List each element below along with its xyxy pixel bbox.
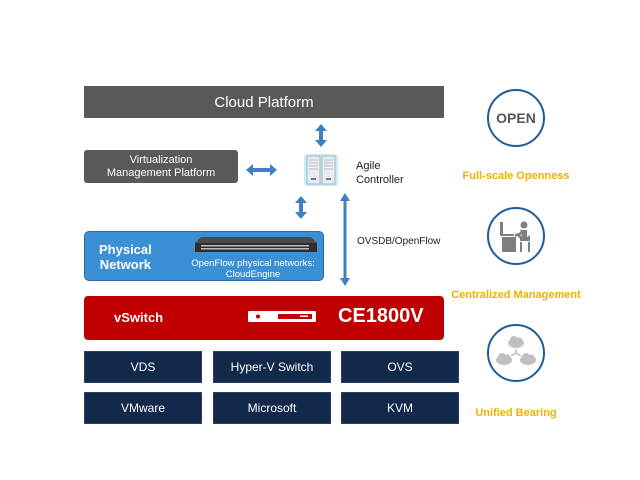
virtualization-management-box: Virtualization Management Platform bbox=[84, 150, 238, 183]
open-icon: OPEN bbox=[487, 89, 545, 147]
switch-type-ovs: OVS bbox=[341, 351, 459, 383]
vswitch-label: vSwitch bbox=[114, 310, 164, 325]
cloud-network-icon bbox=[487, 324, 545, 382]
cloud-network-glyph bbox=[496, 336, 536, 365]
feature-unified-bearing: Unified Bearing bbox=[475, 407, 557, 419]
switch-type-vds: VDS bbox=[84, 351, 202, 383]
cell-label: VDS bbox=[130, 360, 156, 374]
physical-network-subtitle: OpenFlow physical networks: CloudEngine bbox=[181, 258, 325, 280]
person-at-desk-icon bbox=[487, 207, 545, 265]
phys-sub-line1: OpenFlow physical networks: bbox=[191, 258, 315, 269]
protocol-label: OVSDB/OpenFlow bbox=[357, 236, 441, 247]
feature-centralized-management: Centralized Management bbox=[451, 289, 581, 301]
physical-network-box: Physical Network OpenFlow physical netwo… bbox=[84, 231, 324, 281]
cell-label: KVM bbox=[386, 401, 413, 415]
cloud-platform-label: Cloud Platform bbox=[214, 93, 314, 111]
server-controller-icon bbox=[304, 154, 338, 186]
vendor-kvm: KVM bbox=[341, 392, 459, 424]
arrow-controller-vswitch bbox=[340, 193, 350, 286]
person-desk-glyph bbox=[500, 221, 530, 252]
agile-line2: Controller bbox=[356, 174, 404, 186]
vswitch-model: CE1800V bbox=[338, 305, 424, 327]
agile-line1: Agile bbox=[356, 160, 381, 172]
vendor-vmware: VMware bbox=[84, 392, 202, 424]
physical-network-title: Physical Network bbox=[99, 242, 152, 272]
arrow-cloud-controller bbox=[315, 124, 327, 147]
phys-title-line2: Network bbox=[99, 257, 152, 272]
cell-label: OVS bbox=[387, 360, 413, 374]
virt-line1: Virtualization bbox=[129, 153, 193, 166]
vswitch-bar: vSwitch CE1800V bbox=[84, 296, 444, 340]
arrow-virt-controller bbox=[246, 164, 277, 176]
cloud-platform-box: Cloud Platform bbox=[84, 86, 444, 118]
cell-label: Microsoft bbox=[247, 401, 297, 415]
arrow-controller-physical bbox=[295, 196, 307, 219]
switch-type-hyperv: Hyper-V Switch bbox=[213, 351, 331, 383]
phys-sub-line2: CloudEngine bbox=[225, 269, 281, 280]
cell-label: Hyper-V Switch bbox=[230, 360, 314, 374]
switch-device-icon bbox=[195, 237, 317, 252]
cell-label: VMware bbox=[120, 401, 165, 415]
phys-title-line1: Physical bbox=[99, 242, 152, 257]
vendor-microsoft: Microsoft bbox=[213, 392, 331, 424]
virt-line2: Management Platform bbox=[106, 166, 216, 179]
rack-device-icon bbox=[248, 311, 316, 322]
feature-full-scale-openness: Full-scale Openness bbox=[462, 170, 570, 182]
agile-controller-label: Agile Controller bbox=[356, 159, 404, 187]
open-icon-text: OPEN bbox=[496, 110, 536, 126]
